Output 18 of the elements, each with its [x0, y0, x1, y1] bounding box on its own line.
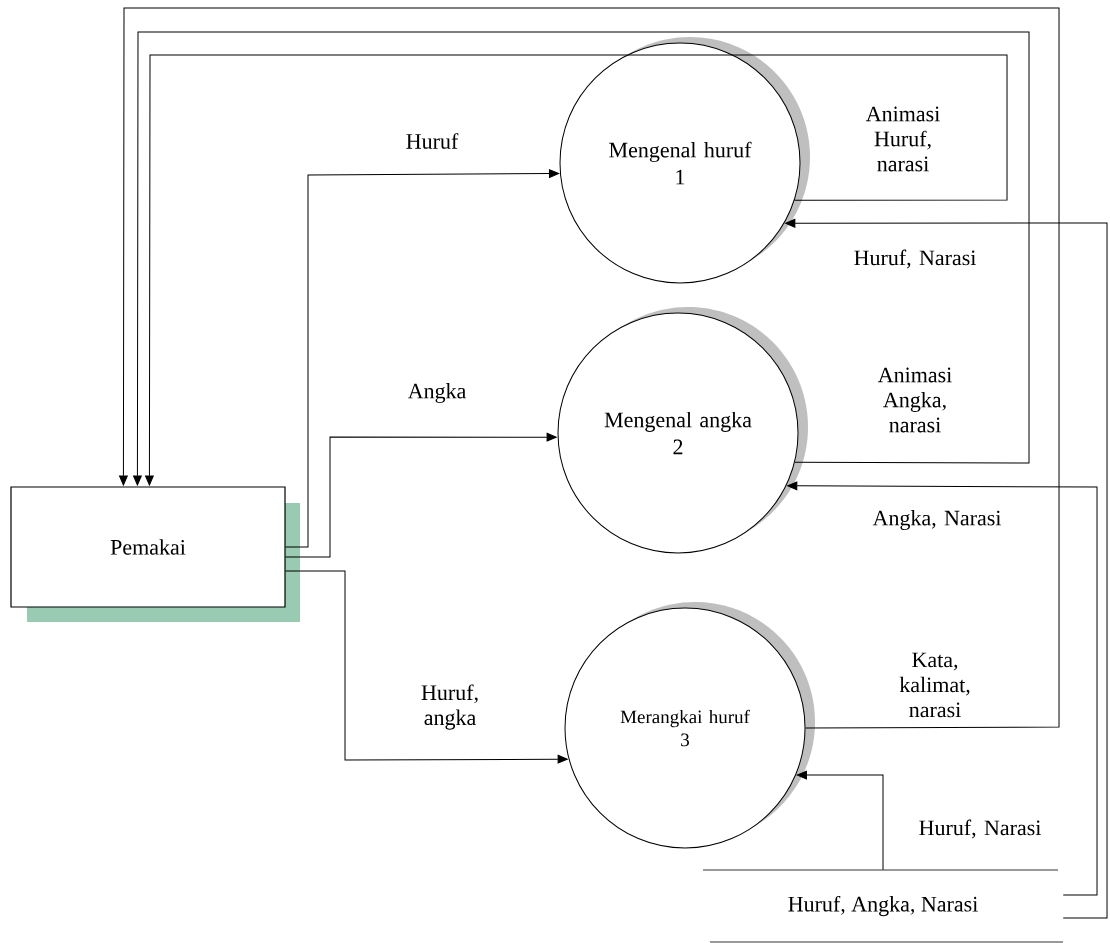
arrow	[285, 570, 568, 764]
edge-label: Angka	[407, 383, 467, 403]
edge-label: Huruf	[406, 133, 459, 149]
edge-label: Huruf, Narasi	[854, 249, 976, 269]
data-store: Huruf, Angka, Narasi	[702, 869, 1064, 943]
edge-label: Animasi Angka, narasi	[877, 367, 952, 433]
edge-label: Huruf, Narasi	[919, 819, 1041, 839]
entity-box: Pemakai	[10, 486, 300, 622]
edge-label: Angka, Narasi	[872, 510, 1002, 530]
arrow	[285, 432, 557, 558]
edge-label: Animasi Huruf, narasi	[865, 106, 940, 172]
arrow	[285, 169, 560, 548]
arrow	[796, 770, 884, 871]
edge-label: Huruf, angka	[421, 684, 478, 730]
arrow	[119, 7, 1060, 729]
arrow	[785, 218, 1108, 919]
arrow	[787, 481, 1098, 896]
edge-label: Kata, kalimat, narasi	[899, 652, 970, 718]
